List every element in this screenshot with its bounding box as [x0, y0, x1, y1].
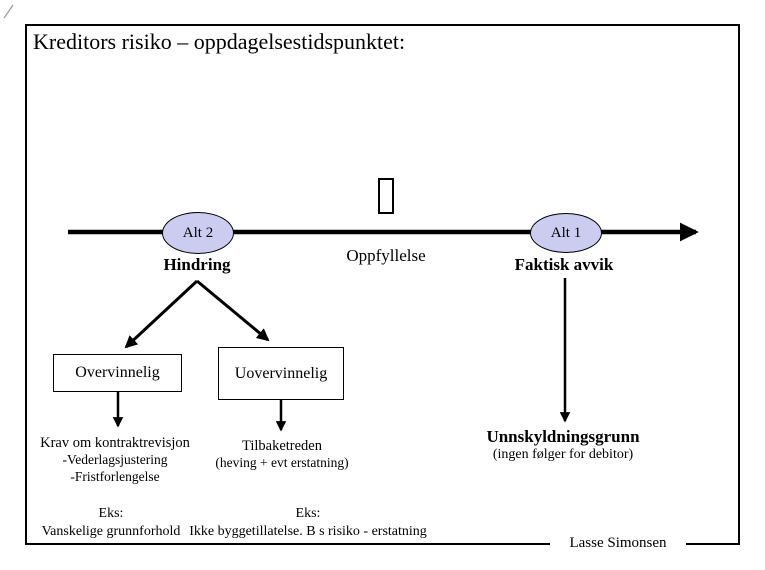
uovervinnelig-box: Uovervinnelig	[218, 347, 344, 400]
krav-line-3: -Fristforlengelse	[70, 468, 160, 484]
oppfyllelse-marker-rect	[378, 178, 394, 214]
krav-line-1: Krav om kontraktrevisjon	[40, 435, 190, 451]
example-left-heading: Eks:	[98, 506, 124, 521]
example-left-text: Vanskelige grunnforhold	[41, 523, 181, 539]
page-title: Kreditors risiko – oppdagelsestidspunkte…	[33, 29, 406, 54]
uovervinnelig-label: Uovervinnelig	[234, 364, 328, 382]
krav-line-2: -Vederlagsjustering	[62, 452, 168, 468]
ellipse-alt1: Alt 1	[530, 213, 602, 253]
ellipse-alt2: Alt 2	[162, 212, 234, 254]
faktisk-avvik-label: Faktisk avvik	[514, 255, 614, 274]
overvinnelig-label: Overvinnelig	[75, 364, 160, 381]
alt2-label: Alt 2	[182, 224, 214, 241]
unnskyldningsgrunn-title: Unnskyldningsgrunn	[486, 427, 640, 446]
alt1-label: Alt 1	[550, 224, 582, 241]
example-right-heading: Eks:	[295, 506, 321, 521]
example-uovervinnelig: Eks: Ikke byggetillatelse. B s risiko - …	[185, 505, 431, 540]
example-overvinnelig: Eks: Vanskelige grunnforhold	[32, 505, 190, 540]
unnskyldningsgrunn-text: Unnskyldningsgrunn (ingen følger for deb…	[463, 427, 663, 464]
overvinnelig-box: Overvinnelig	[53, 354, 182, 392]
footer-author: Lasse Simonsen	[550, 535, 686, 552]
tilbaketreden-text: Tilbaketreden (heving + evt erstatning)	[200, 438, 364, 472]
krav-om-kontraktrevisjon-text: Krav om kontraktrevisjon -Vederlagsjuste…	[28, 435, 202, 485]
example-right-text: Ikke byggetillatelse. B s risiko - ersta…	[189, 523, 427, 539]
hindring-label: Hindring	[163, 255, 231, 274]
oppfyllelse-label: Oppfyllelse	[346, 246, 426, 265]
tilbaketreden-sub: (heving + evt erstatning)	[215, 455, 349, 471]
corner-mark	[3, 4, 14, 19]
tilbaketreden-title: Tilbaketreden	[241, 438, 322, 454]
unnskyldningsgrunn-sub: (ingen følger for debitor)	[492, 447, 634, 463]
